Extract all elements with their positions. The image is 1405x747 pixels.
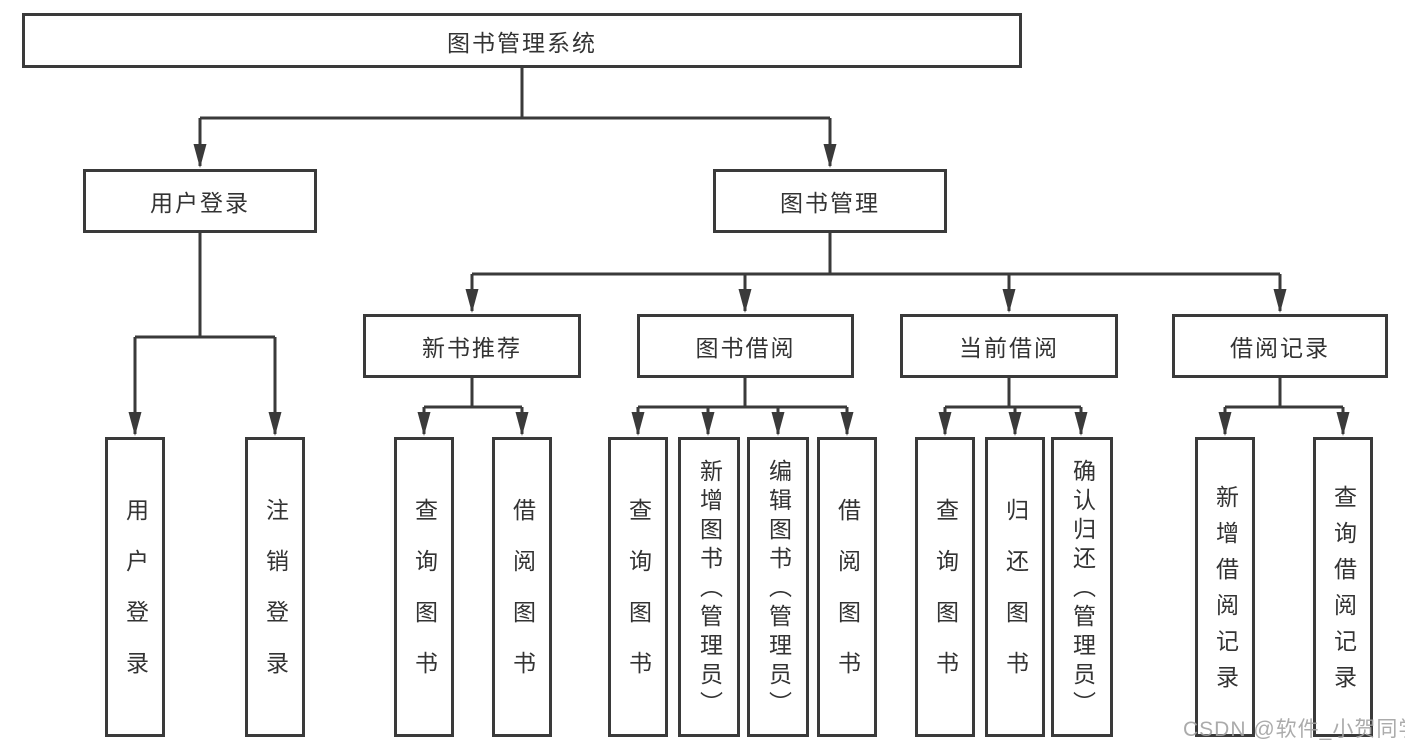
leaf-query-books-recommend: 查询图书	[394, 437, 454, 737]
leaf-borrow-books-recommend: 借阅图书	[492, 437, 552, 737]
node-label: 新书推荐	[422, 335, 522, 361]
leaf-label: 归还图书	[1002, 498, 1029, 702]
leaf-label: 查询图书	[932, 498, 959, 702]
leaf-label: 查询借阅记录	[1330, 485, 1357, 701]
node-book-borrowing: 图书借阅	[637, 314, 854, 378]
node-label: 图书借阅	[695, 335, 796, 361]
leaf-label: 编辑图书（管理员）	[765, 459, 792, 720]
leaf-confirm-return-admin: 确认归还（管理员）	[1051, 437, 1113, 737]
leaf-query-books-current: 查询图书	[915, 437, 975, 737]
leaf-user-login: 用户登录	[105, 437, 165, 737]
node-label: 借阅记录	[1230, 335, 1330, 361]
leaf-label: 用户登录	[122, 498, 149, 702]
leaf-borrow-books: 借阅图书	[817, 437, 877, 737]
node-library-management-system: 图书管理系统	[22, 13, 1022, 68]
node-label: 图书管理	[780, 190, 880, 216]
leaf-label: 查询图书	[625, 498, 652, 702]
node-new-book-recommend: 新书推荐	[363, 314, 581, 378]
node-label: 当前借阅	[959, 335, 1059, 361]
node-user-login: 用户登录	[83, 169, 317, 233]
node-current-borrowing: 当前借阅	[900, 314, 1118, 378]
leaf-query-books-borrowing: 查询图书	[608, 437, 668, 737]
node-label: 图书管理系统	[447, 29, 597, 56]
leaf-label: 借阅图书	[509, 498, 536, 702]
leaf-add-books-admin: 新增图书（管理员）	[678, 437, 740, 737]
node-borrowing-records: 借阅记录	[1172, 314, 1388, 378]
leaf-label: 新增图书（管理员）	[696, 459, 723, 720]
leaf-query-borrow-record: 查询借阅记录	[1313, 437, 1373, 737]
leaf-label: 查询图书	[411, 498, 438, 702]
leaf-label: 借阅图书	[834, 498, 861, 702]
node-label: 用户登录	[150, 190, 250, 216]
leaf-label: 注销登录	[262, 498, 289, 702]
leaf-return-books: 归还图书	[985, 437, 1045, 737]
leaf-add-borrow-record: 新增借阅记录	[1195, 437, 1255, 737]
leaf-label: 新增借阅记录	[1212, 485, 1239, 701]
node-book-management: 图书管理	[713, 169, 947, 233]
leaf-label: 确认归还（管理员）	[1069, 459, 1096, 720]
csdn-watermark: CSDN @软件_小贺同学	[1183, 718, 1405, 741]
leaf-logout: 注销登录	[245, 437, 305, 737]
leaf-edit-books-admin: 编辑图书（管理员）	[747, 437, 809, 737]
